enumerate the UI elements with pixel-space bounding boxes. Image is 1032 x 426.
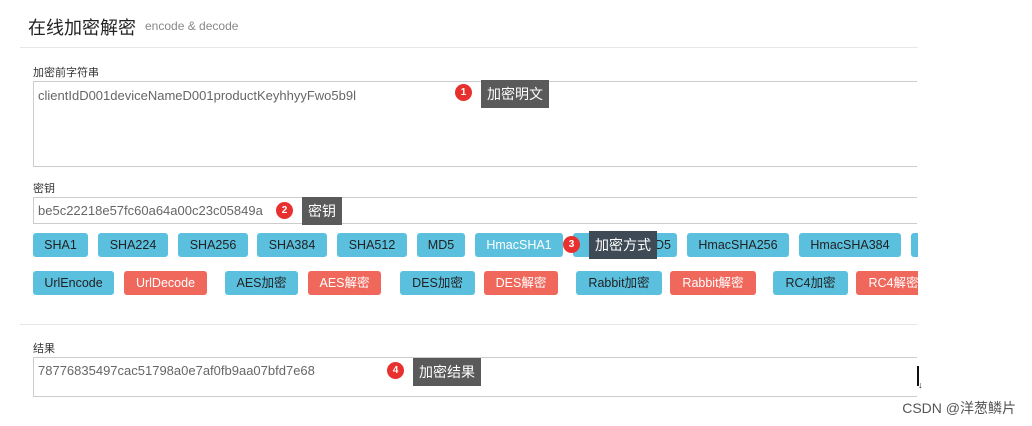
annotation-tooltip-4: 加密结果 — [413, 358, 481, 386]
rabbit-decrypt-button[interactable]: Rabbit解密 — [670, 271, 756, 295]
annotation-tooltip-1: 加密明文 — [481, 80, 549, 108]
hmacsha384-button[interactable]: HmacSHA384 — [799, 233, 901, 257]
hmacsha1-button[interactable]: HmacSHA1 — [475, 233, 563, 257]
sha224-button[interactable]: SHA224 — [98, 233, 168, 257]
annotation-badge-4: 4 — [387, 362, 404, 379]
urldecode-button[interactable]: UrlDecode — [124, 271, 207, 295]
aes-encrypt-button[interactable]: AES加密 — [225, 271, 298, 295]
des-encrypt-button[interactable]: DES加密 — [400, 271, 475, 295]
key-label: 密钥 — [33, 183, 55, 195]
annotation-tooltip-2: 密钥 — [302, 197, 342, 225]
rabbit-encrypt-button[interactable]: Rabbit加密 — [576, 271, 662, 295]
urlencode-button[interactable]: UrlEncode — [33, 271, 114, 295]
cursor-mark: ↓ — [918, 380, 923, 390]
rc4-encrypt-button[interactable]: RC4加密 — [773, 271, 848, 295]
sha384-button[interactable]: SHA384 — [257, 233, 327, 257]
sha256-button[interactable]: SHA256 — [178, 233, 248, 257]
md5-button[interactable]: MD5 — [417, 233, 465, 257]
result-label: 结果 — [33, 343, 55, 355]
annotation-badge-3: 3 — [563, 236, 580, 253]
annotation-badge-1: 1 — [455, 84, 472, 101]
next-button-partial[interactable] — [911, 233, 918, 257]
sha1-button[interactable]: SHA1 — [33, 233, 88, 257]
annotation-tooltip-3: 加密方式 — [589, 231, 657, 259]
text-cursor — [917, 366, 919, 386]
page-subtitle: encode & decode — [145, 19, 239, 33]
page-title: 在线加密解密 — [28, 18, 136, 38]
sha512-button[interactable]: SHA512 — [337, 233, 407, 257]
des-decrypt-button[interactable]: DES解密 — [484, 271, 558, 295]
page: 在线加密解密 encode & decode 加密前字符串 clientIdD0… — [20, 18, 918, 397]
aes-decrypt-button[interactable]: AES解密 — [308, 271, 381, 295]
hmacsha256-button[interactable]: HmacSHA256 — [687, 233, 789, 257]
input-label: 加密前字符串 — [33, 67, 99, 79]
divider — [20, 47, 918, 48]
divider — [20, 324, 918, 325]
annotation-badge-2: 2 — [276, 202, 293, 219]
watermark: CSDN @洋葱鳞片 — [902, 400, 1016, 416]
plaintext-textarea[interactable]: clientIdD001deviceNameD001productKeyhhyy… — [33, 81, 917, 167]
key-input[interactable]: be5c22218e57fc60a64a00c23c05849a — [33, 197, 917, 224]
rc4-decrypt-button[interactable]: RC4解密 — [856, 271, 918, 295]
